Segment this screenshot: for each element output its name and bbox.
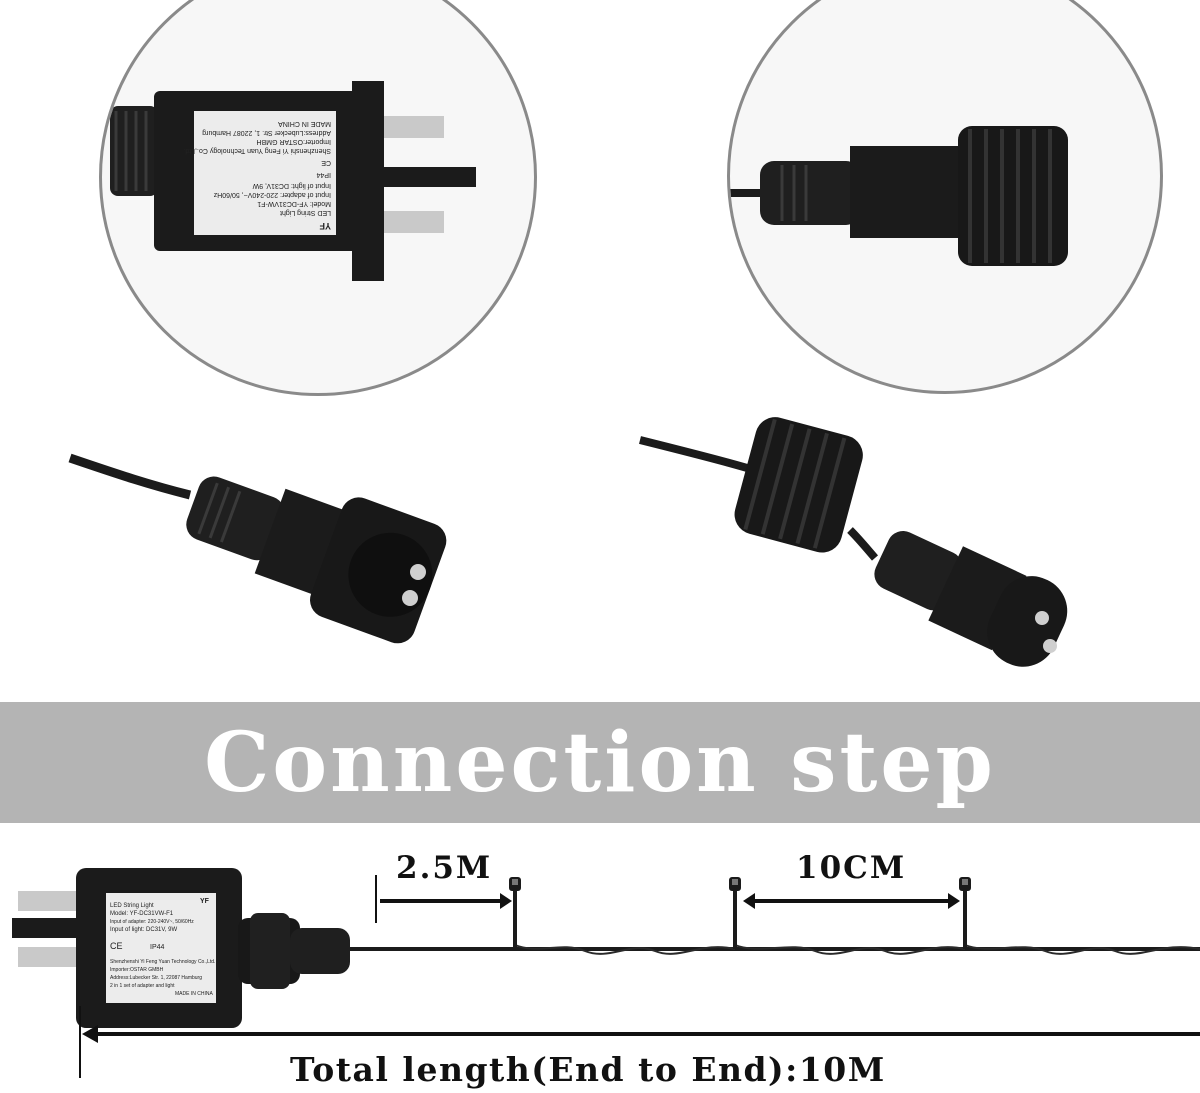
connector-closeup-illustration: [730, 126, 1068, 266]
mini-label-ce: CE: [110, 941, 123, 951]
mini-label-input-adapter: Input of adapter: 220-240V~, 50/60Hz: [110, 919, 194, 925]
mini-label-manufacturer: Shenzhenshi Yi Feng Yuan Technology Co.,…: [110, 959, 215, 965]
total-length-arrow: [79, 1006, 1200, 1078]
label-ce-mark: CE: [321, 159, 331, 166]
mini-label-rating: IP44: [150, 944, 165, 951]
connector-closeup-circle: [727, 0, 1163, 394]
label-origin: MADE IN CHINA: [278, 120, 331, 127]
mini-label-brand: YF: [200, 898, 210, 905]
banner-title: Connection step: [204, 714, 996, 811]
bulb: [959, 877, 971, 949]
label-brand: YF: [319, 221, 331, 231]
lead-length-arrow: [375, 875, 512, 923]
bulb: [729, 877, 741, 949]
mini-label-input-light: Input of light: DC31V, 9W: [110, 927, 177, 933]
label-importer: Importer:OSTAR GMBH: [256, 138, 331, 145]
label-address: Address:Lubecker Str. 1, 22087 Hamburg: [202, 129, 331, 136]
mini-label-origin: MADE IN CHINA: [175, 991, 213, 997]
bulb: [509, 877, 521, 949]
length-diagram: YF LED String Light Model: YF-DC31VW-F1 …: [12, 868, 1200, 1078]
label-input-adapter: Input of adapter: 220-240V~, 50/60Hz: [213, 191, 331, 198]
label-rating: IP44: [316, 171, 331, 178]
adapter-label-text: YF LED String Light Model: YF-DC31VW-F1 …: [110, 898, 215, 997]
label-manufacturer: Shenzhenshi Yi Feng Yuan Technology Co.,…: [183, 147, 331, 154]
bulb-spacing-arrow: [743, 893, 960, 909]
mini-label-address: Address:Lubecker Str. 1, 22087 Hamburg: [110, 975, 202, 981]
total-length-label: Total length(End to End):10M: [290, 1050, 886, 1089]
adapter-closeup-circle: YF LED String Light Model: YF-DC31VW-F1 …: [99, 0, 537, 396]
label-input-light: Input of light: DC31V, 9W: [252, 182, 331, 189]
label-product: LED String Light: [280, 209, 331, 216]
plug-pin-earth: [12, 918, 82, 938]
mini-label-importer: Importer:OSTAR GMBH: [110, 967, 164, 973]
plug-pin-top: [18, 891, 76, 911]
bulb-spacing-label: 10CM: [796, 850, 907, 886]
connection-step-banner: Connection step: [0, 702, 1200, 823]
lead-length-label: 2.5M: [396, 850, 493, 886]
label-model: Model: YF-DC31VW-F1: [257, 200, 331, 207]
string-wire: [514, 944, 1200, 955]
plug-pin-bottom: [18, 947, 76, 967]
mini-label-product: LED String Light: [110, 903, 154, 909]
adapter-label-panel: [106, 893, 216, 1003]
mini-label-model: Model: YF-DC31VW-F1: [110, 911, 174, 917]
connector-pair-illustration: [68, 417, 1068, 667]
mini-label-set-note: 2 in 1 set of adapter and light: [110, 983, 175, 989]
adapter-closeup-illustration: YF LED String Light Model: YF-DC31VW-F1 …: [110, 81, 476, 281]
